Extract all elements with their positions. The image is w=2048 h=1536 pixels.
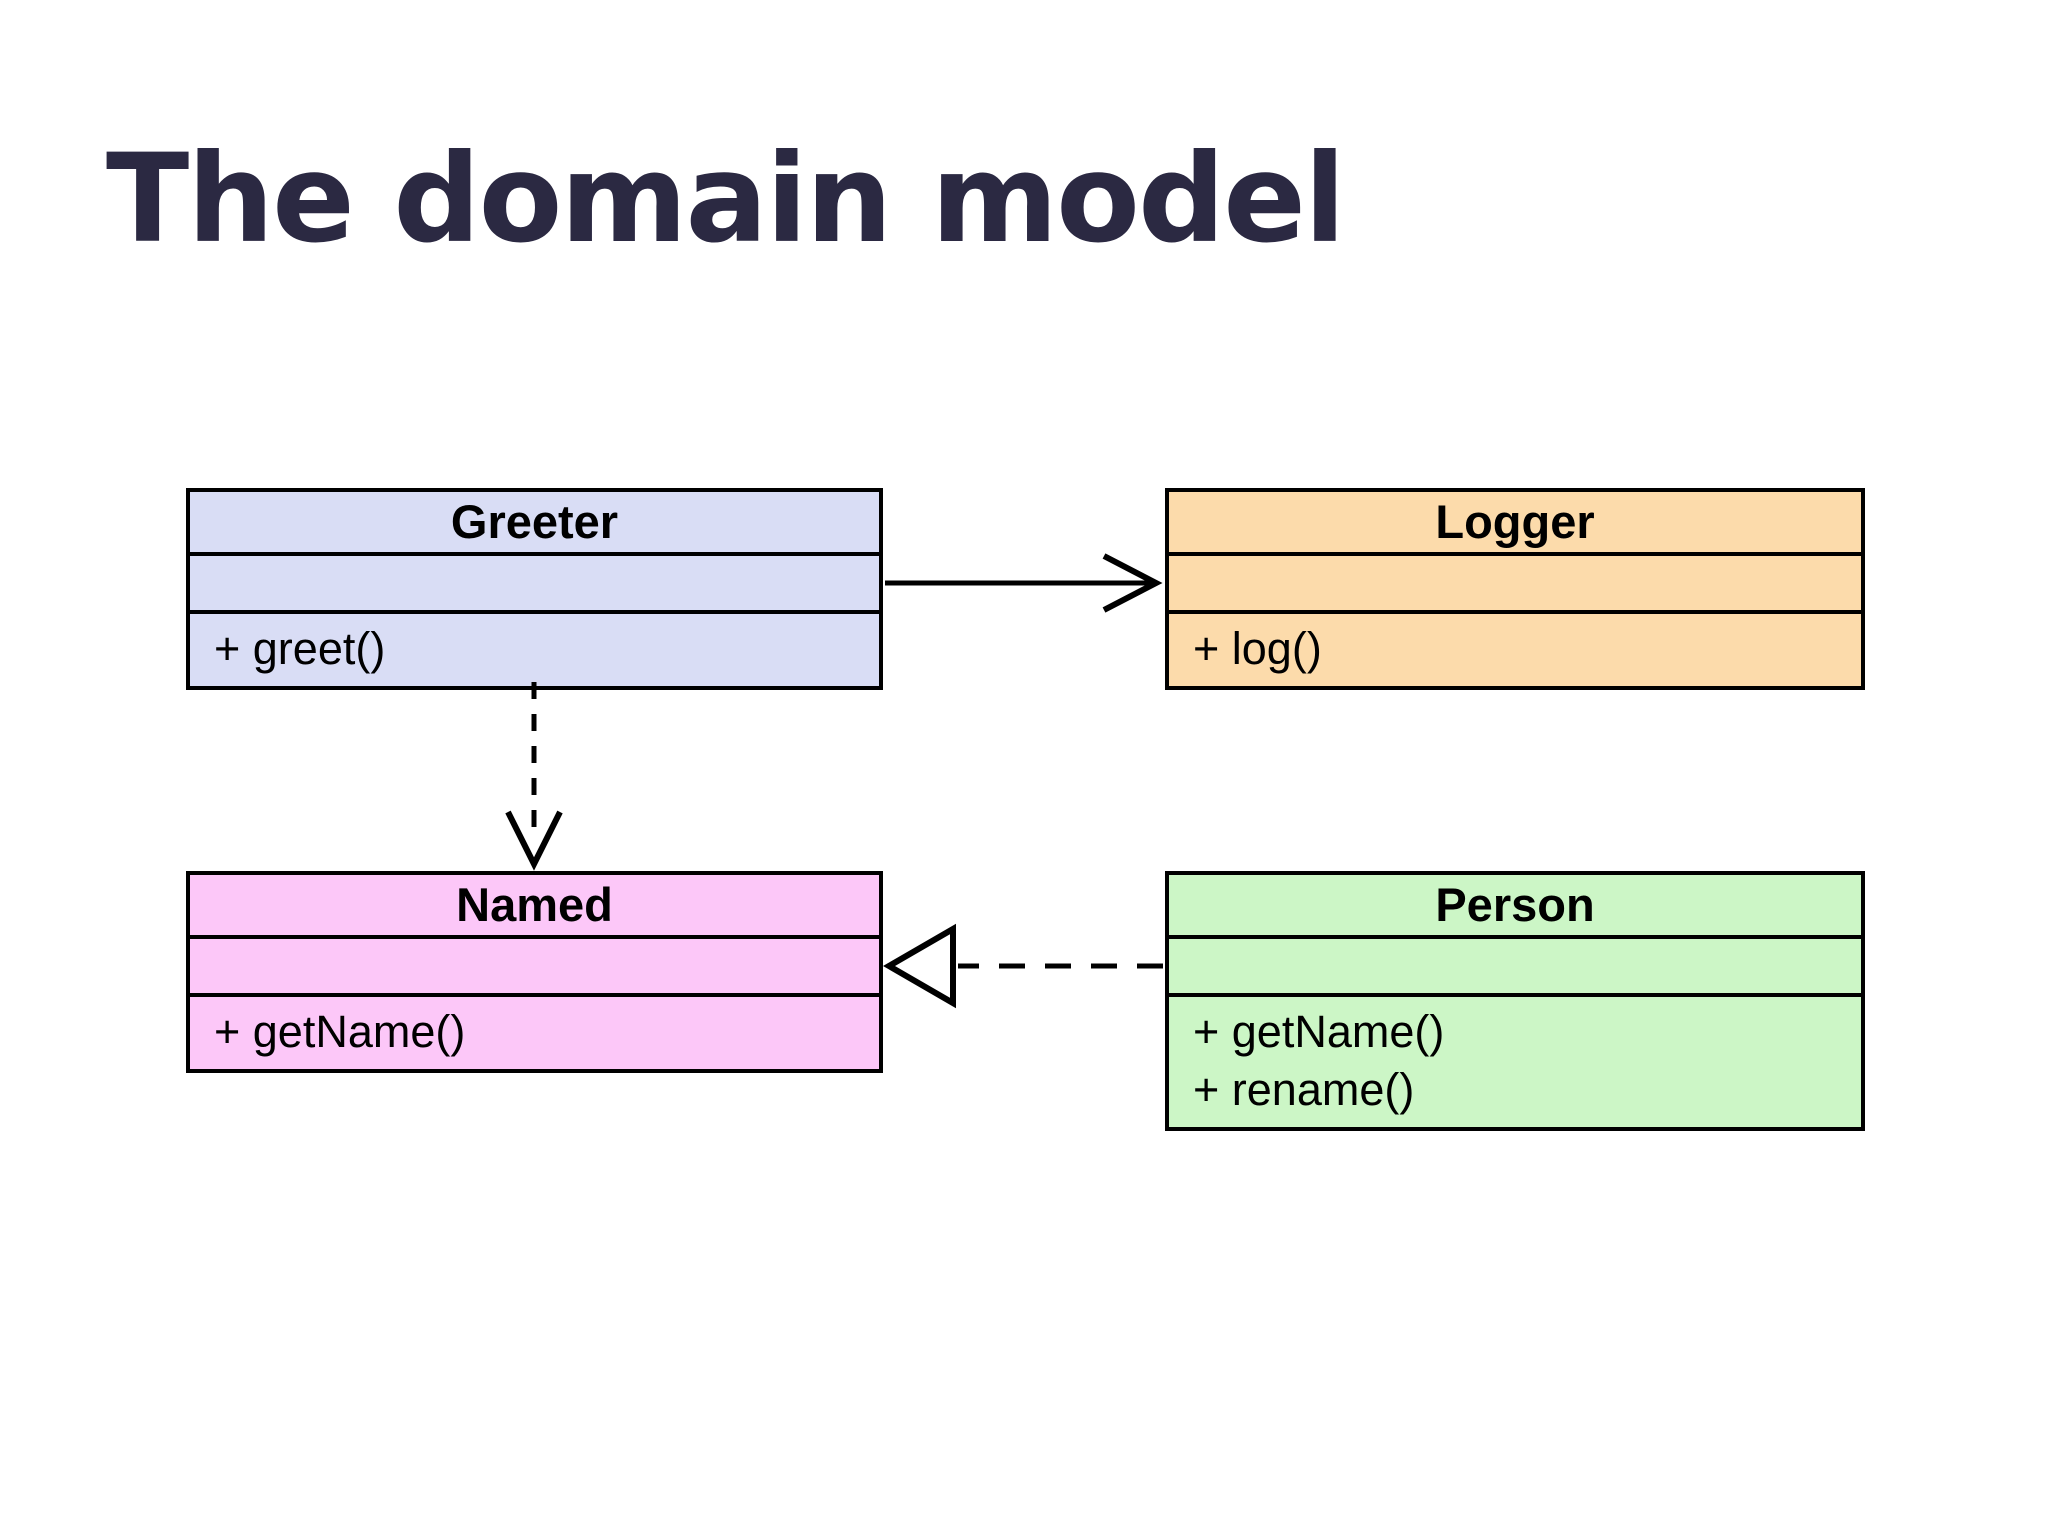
class-name-named: Named [456, 878, 613, 931]
class-methods-named: + getName() [190, 993, 879, 1069]
class-method: + greet() [214, 623, 386, 674]
class-methods-person: + getName() + rename() [1169, 993, 1861, 1127]
class-method: + getName() [214, 1006, 466, 1057]
class-name-greeter: Greeter [450, 495, 619, 548]
class-method: + getName() [1193, 1006, 1445, 1057]
class-attributes-named [190, 935, 879, 993]
class-name-person: Person [1435, 878, 1595, 931]
class-box-person: Person + getName() + rename() [1165, 871, 1865, 1131]
slide-title: The domain model [106, 128, 1346, 270]
class-name-logger: Logger [1435, 495, 1595, 548]
class-attributes-logger [1169, 552, 1861, 610]
class-attributes-greeter [190, 552, 879, 610]
association-arrow-greeter-to-logger [885, 553, 1163, 613]
class-method: + log() [1193, 623, 1322, 674]
class-methods-logger: + log() [1169, 610, 1861, 686]
class-box-logger: Logger + log() [1165, 488, 1865, 690]
class-attributes-person [1169, 935, 1861, 993]
class-methods-greeter: + greet() [190, 610, 879, 686]
class-box-named: Named + getName() [186, 871, 883, 1073]
dependency-arrow-greeter-to-named [505, 682, 563, 871]
realization-arrow-person-to-named [883, 923, 1163, 1009]
class-method: + rename() [1193, 1064, 1415, 1115]
class-box-greeter: Greeter + greet() [186, 488, 883, 690]
